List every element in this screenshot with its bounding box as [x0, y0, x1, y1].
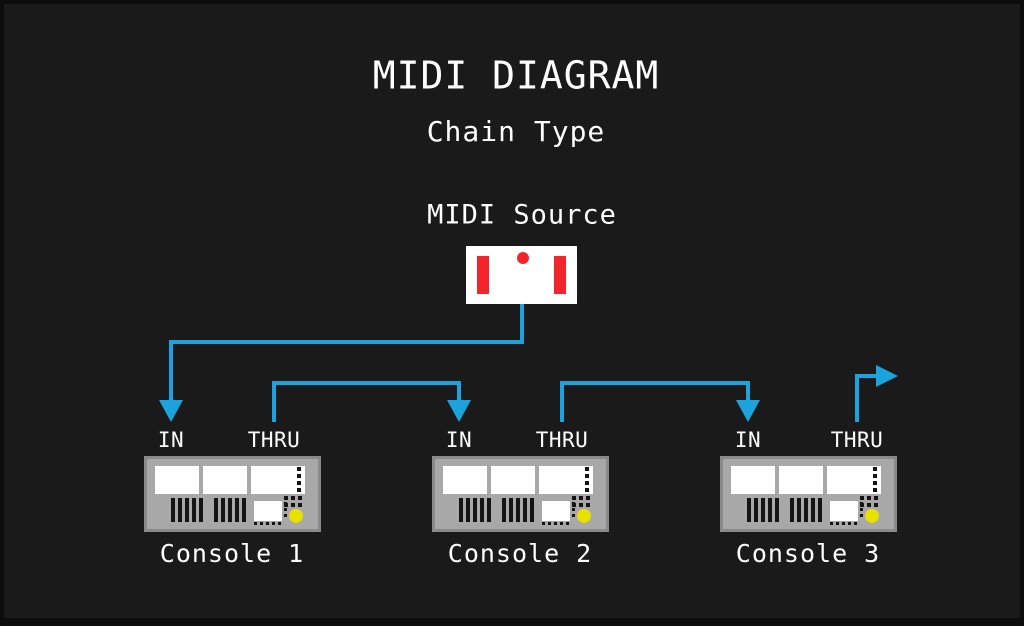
- console-screen-3: [539, 466, 593, 494]
- console-display-border-dots: [542, 502, 575, 525]
- console-small-display: [830, 501, 858, 521]
- cable-source-to-console-1: [159, 304, 524, 422]
- console-screen-1: [155, 466, 199, 494]
- midi-source-left-bar: [477, 256, 489, 294]
- console-1-device[interactable]: [144, 456, 321, 532]
- midi-source-indicator-dot: [517, 252, 529, 264]
- console-screen-2: [491, 466, 535, 494]
- console-3-in-label: IN: [735, 428, 761, 452]
- console-1-in-label: IN: [158, 428, 184, 452]
- cable-console-3-thru-to-output: [855, 365, 898, 422]
- diagram-title: MIDI DIAGRAM: [373, 54, 660, 98]
- console-fader-bank-1: [171, 498, 203, 522]
- console-fader-bank-2: [214, 498, 246, 522]
- arrow-head-console-3-in: [736, 400, 760, 422]
- console-small-display: [254, 501, 282, 521]
- cable-path: [560, 381, 750, 422]
- cable-path: [169, 304, 524, 402]
- console-display-border-dots: [830, 502, 863, 525]
- midi-source-right-bar: [554, 256, 566, 294]
- cable-console-1-thru-to-console-2-in: [272, 381, 471, 422]
- diagram-subtitle: Chain Type: [427, 115, 606, 148]
- arrow-head-output: [876, 365, 898, 387]
- console-3-label: Console 3: [736, 539, 880, 568]
- console-screen-3: [251, 466, 305, 494]
- midi-diagram-canvas: MIDI DIAGRAM Chain Type MIDI Source: [144, 54, 898, 568]
- console-fader-bank-1: [459, 498, 491, 522]
- console-3-thru-label: THRU: [831, 428, 884, 452]
- console-2-thru-label: THRU: [536, 428, 589, 452]
- midi-source-device[interactable]: [466, 246, 577, 304]
- console-fader-bank-2: [790, 498, 822, 522]
- console-knob[interactable]: [577, 509, 591, 523]
- console-screen-3: [827, 466, 881, 494]
- console-screen-1: [443, 466, 487, 494]
- cable-path: [855, 374, 878, 422]
- console-2-label: Console 2: [448, 539, 592, 568]
- console-small-display: [542, 501, 570, 521]
- console-knob[interactable]: [865, 509, 879, 523]
- console-2-device[interactable]: [432, 456, 609, 532]
- midi-source-label: MIDI Source: [427, 200, 617, 231]
- arrow-head-console-1-in: [159, 400, 183, 422]
- console-display-border-dots: [254, 502, 287, 525]
- console-dot-column: [297, 467, 301, 492]
- console-knob[interactable]: [289, 509, 303, 523]
- console-3-device[interactable]: [720, 456, 897, 532]
- cable-path: [272, 381, 461, 422]
- console-fader-bank-2: [502, 498, 534, 522]
- console-dot-column: [585, 467, 589, 492]
- console-2-in-label: IN: [446, 428, 472, 452]
- console-screen-1: [731, 466, 775, 494]
- console-screen-2: [203, 466, 247, 494]
- cable-console-2-thru-to-console-3-in: [560, 381, 760, 422]
- arrow-head-console-2-in: [447, 400, 471, 422]
- console-fader-bank-1: [747, 498, 779, 522]
- console-1-thru-label: THRU: [248, 428, 301, 452]
- console-dot-column: [873, 467, 877, 492]
- console-screen-2: [779, 466, 823, 494]
- console-1-label: Console 1: [160, 539, 304, 568]
